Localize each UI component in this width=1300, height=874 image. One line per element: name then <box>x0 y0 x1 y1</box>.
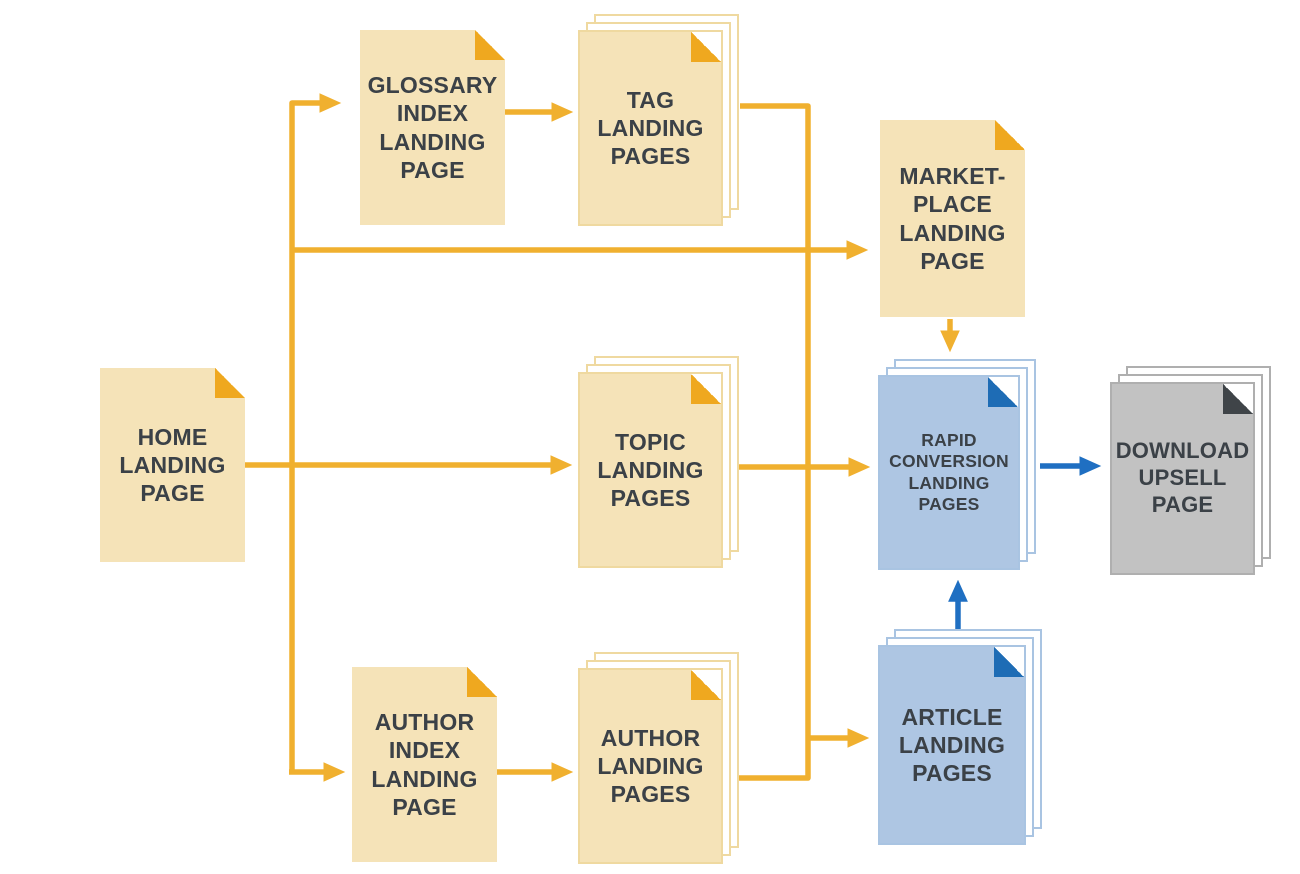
connector-tag-and-author-landing-trunk <box>727 103 811 781</box>
document-page: AUTHOR LANDING PAGES <box>578 668 723 864</box>
arrow-home-to-glossary-index <box>289 93 342 772</box>
node-article-landing-pages: ARTICLE LANDING PAGES <box>878 629 1042 845</box>
document-page: MARKET- PLACE LANDING PAGE <box>880 120 1025 317</box>
node-glossary-index-landing-page: GLOSSARY INDEX LANDING PAGE <box>360 30 505 225</box>
node-topic-landing-pages: TOPIC LANDING PAGES <box>578 356 739 568</box>
node-author-index-landing-page: AUTHOR INDEX LANDING PAGE <box>352 667 497 862</box>
node-label: ARTICLE LANDING PAGES <box>898 703 1006 787</box>
node-label: HOME LANDING PAGE <box>119 423 226 507</box>
document-fold-icon <box>467 667 497 697</box>
node-label: AUTHOR INDEX LANDING PAGE <box>371 709 478 820</box>
document-page: TOPIC LANDING PAGES <box>578 372 723 568</box>
node-label: MARKET- PLACE LANDING PAGE <box>899 163 1006 274</box>
node-label: RAPID CONVERSION LANDING PAGES <box>889 429 1009 514</box>
node-label: GLOSSARY INDEX LANDING PAGE <box>367 72 498 183</box>
document-fold-icon <box>691 32 721 62</box>
document-page: AUTHOR INDEX LANDING PAGE <box>352 667 497 862</box>
node-marketplace-landing-page: MARKET- PLACE LANDING PAGE <box>880 120 1025 317</box>
node-label: TOPIC LANDING PAGES <box>597 428 704 512</box>
document-fold-icon <box>994 647 1024 677</box>
node-download-upsell-page: DOWNLOAD UPSELL PAGE <box>1110 366 1271 575</box>
document-fold-icon <box>691 374 721 404</box>
document-fold-icon <box>691 670 721 700</box>
node-home-landing-page: HOME LANDING PAGE <box>100 368 245 562</box>
document-fold-icon <box>988 377 1018 407</box>
node-tag-landing-pages: TAG LANDING PAGES <box>578 14 739 226</box>
node-author-landing-pages: AUTHOR LANDING PAGES <box>578 652 739 864</box>
document-page: DOWNLOAD UPSELL PAGE <box>1110 382 1255 575</box>
node-label: AUTHOR LANDING PAGES <box>597 724 704 808</box>
document-page: HOME LANDING PAGE <box>100 368 245 562</box>
document-page: GLOSSARY INDEX LANDING PAGE <box>360 30 505 225</box>
document-fold-icon <box>995 120 1025 150</box>
document-page: ARTICLE LANDING PAGES <box>878 645 1026 845</box>
document-fold-icon <box>475 30 505 60</box>
document-page: TAG LANDING PAGES <box>578 30 723 226</box>
document-page: RAPID CONVERSION LANDING PAGES <box>878 375 1020 570</box>
node-label: DOWNLOAD UPSELL PAGE <box>1115 438 1250 517</box>
node-label: TAG LANDING PAGES <box>597 86 704 170</box>
document-fold-icon <box>215 368 245 398</box>
node-rapid-conversion-landing-pages: RAPID CONVERSION LANDING PAGES <box>878 359 1036 570</box>
document-fold-icon <box>1223 384 1253 414</box>
